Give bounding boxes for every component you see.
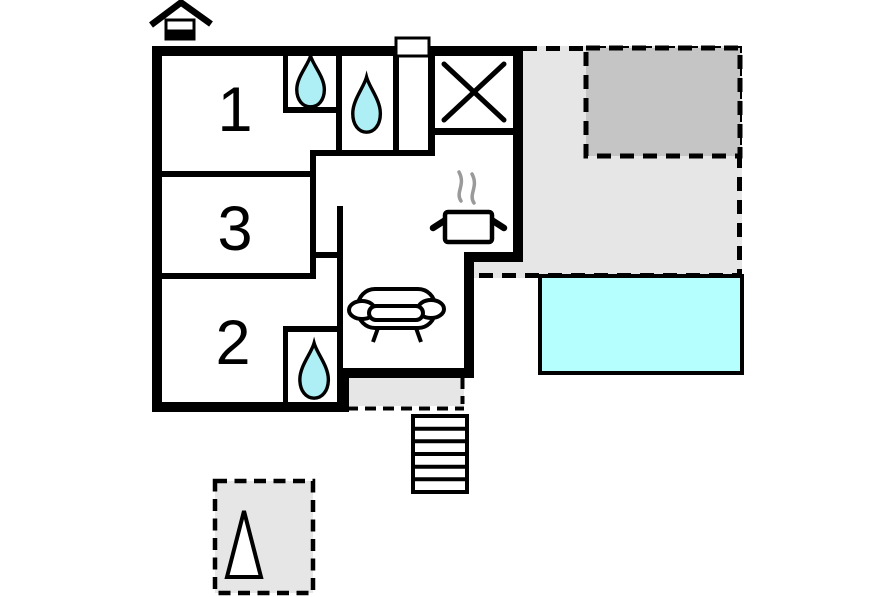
steam-line — [470, 172, 477, 205]
water-drop-icon — [300, 343, 329, 398]
wall-hall-top — [310, 150, 432, 156]
annex-area — [212, 478, 316, 596]
room-label-3: 3 — [217, 194, 252, 264]
entrance-porch-area — [346, 378, 465, 411]
wall-room1-room3 — [157, 171, 316, 177]
wall-right-step — [464, 252, 523, 262]
stairs-treads — [413, 426, 467, 482]
wall-xroom-bottom — [428, 128, 523, 135]
chimney-rect — [394, 36, 431, 58]
pool-fill — [538, 274, 744, 375]
wall-bath2-left — [283, 326, 288, 407]
steam-line — [457, 170, 464, 203]
wall-right-lower — [464, 252, 474, 378]
wall-room3-room2 — [157, 273, 316, 279]
walls — [152, 46, 523, 412]
room-label-1: 1 — [217, 75, 252, 145]
pot-body — [442, 209, 495, 245]
shower-x-icon — [441, 61, 507, 123]
wall-right-upper — [513, 46, 523, 262]
wall-bottom — [152, 402, 349, 412]
sofa-seat — [367, 304, 425, 322]
triangle-icon — [224, 510, 264, 579]
wall-hallway — [337, 206, 343, 407]
wall-room3-right — [310, 150, 316, 279]
stairs-icon — [411, 414, 469, 494]
wall-wc-left — [336, 51, 342, 153]
wall-bath1-left — [283, 51, 288, 113]
wall-left — [152, 46, 162, 412]
sofa-icon — [347, 287, 446, 343]
wall-living-bottom — [338, 368, 474, 378]
porch-fill — [346, 378, 464, 406]
covered-terrace-area — [583, 45, 743, 159]
wall-bottom-step — [338, 368, 349, 412]
house-icon-base — [166, 29, 194, 39]
water-drops — [297, 56, 381, 398]
sofa-leg-right — [414, 327, 423, 343]
steam-icon — [457, 170, 477, 205]
wall-closet-right — [428, 51, 435, 156]
house-icon-roof — [149, 0, 213, 28]
covered-terrace-fill — [583, 45, 743, 159]
sofa-leg-left — [371, 327, 380, 343]
room-label-2: 2 — [215, 308, 250, 378]
water-drop-icon — [353, 77, 381, 132]
wall-nook — [310, 252, 343, 258]
wall-bath2-top — [283, 326, 343, 332]
wall-bath1-bottom — [283, 107, 338, 113]
pool — [538, 274, 744, 375]
water-drop-icon — [297, 56, 325, 107]
wall-wc-right — [393, 51, 399, 153]
cooking-pot-icon — [429, 209, 508, 245]
house-icon — [149, 0, 213, 41]
